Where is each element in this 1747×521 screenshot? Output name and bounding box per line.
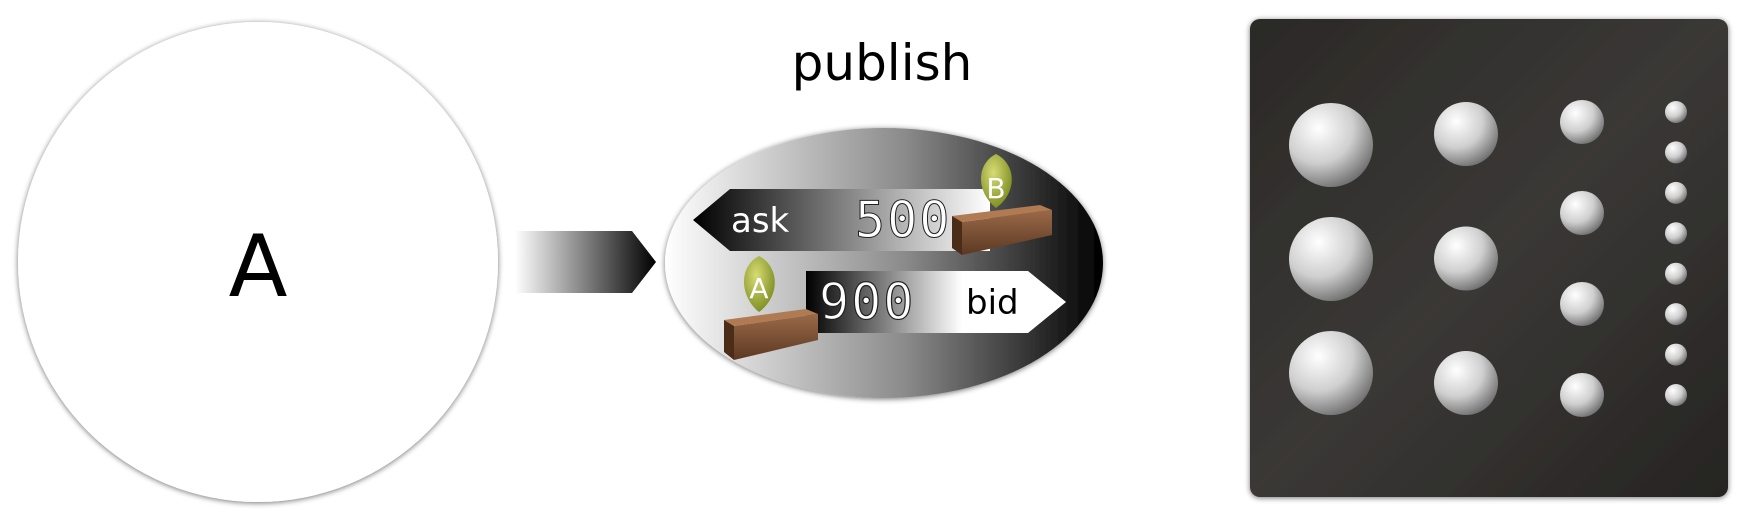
- ask-label: ask: [731, 201, 790, 241]
- token-a: A: [724, 256, 818, 360]
- party-label: A: [229, 217, 288, 317]
- order-ball: [1665, 262, 1687, 285]
- orderbook-panel: [1250, 19, 1728, 497]
- token-b-label: B: [986, 172, 1005, 205]
- party-circle: [18, 22, 498, 502]
- order-ball: [1560, 373, 1604, 417]
- wood-block-side: [724, 320, 734, 360]
- ask-order: ask 500 B: [693, 154, 1052, 255]
- token-b: B: [952, 154, 1052, 255]
- order-ball: [1665, 181, 1687, 204]
- order-ball: [1434, 351, 1498, 415]
- token-a-label: A: [749, 272, 768, 305]
- wood-block-icon: [734, 314, 818, 360]
- message-ellipse: [665, 128, 1103, 398]
- order-ball: [1560, 282, 1604, 326]
- bid-order: 900 bid A: [724, 256, 1066, 360]
- bid-banner: [806, 271, 1066, 333]
- order-ball: [1665, 101, 1687, 123]
- order-ball: [1434, 226, 1498, 291]
- order-ball: [1289, 103, 1373, 187]
- order-ball: [1665, 384, 1687, 406]
- leaf-icon: [981, 154, 1012, 208]
- message-bubble: ask 500 B 900 bid A: [665, 128, 1103, 398]
- order-ball: [1560, 100, 1604, 144]
- order-ball: [1665, 222, 1687, 245]
- message-title: publish: [792, 34, 973, 92]
- order-ball: [1665, 303, 1687, 326]
- bid-amount: 900: [819, 273, 915, 331]
- orderbook-balls: [1289, 100, 1687, 417]
- wood-block-top: [952, 205, 1052, 222]
- order-ball: [1434, 102, 1498, 166]
- order-ball: [1665, 343, 1687, 366]
- order-ball: [1665, 141, 1687, 164]
- wood-block-top: [724, 309, 818, 326]
- order-ball: [1289, 217, 1373, 301]
- order-ball: [1289, 331, 1373, 415]
- ask-banner: [693, 189, 990, 251]
- bid-label: bid: [966, 283, 1019, 323]
- party-node: A: [18, 22, 498, 502]
- flow-arrow: [515, 231, 656, 293]
- wood-block-side: [952, 216, 962, 255]
- order-ball: [1560, 191, 1604, 235]
- wood-block-icon: [962, 210, 1052, 255]
- leaf-icon: [744, 256, 775, 312]
- ask-amount: 500: [855, 191, 951, 249]
